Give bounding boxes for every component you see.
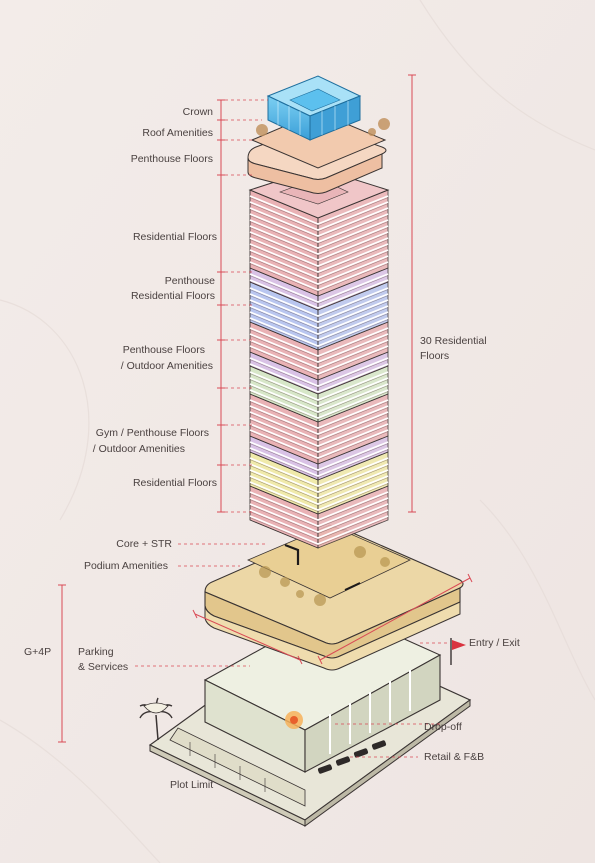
podium-block: [204, 524, 464, 671]
label-penthouse-res-2: Residential Floors: [131, 290, 215, 302]
tower-floors: [248, 167, 390, 549]
label-roof-amenities: Roof Amenities: [142, 127, 213, 139]
flag-icon: [450, 638, 466, 665]
label-entry-exit: Entry / Exit: [469, 637, 520, 649]
label-residential-floors-upper: Residential Floors: [133, 231, 217, 243]
label-penthouse-res-1: Penthouse: [165, 275, 215, 287]
label-g4p: G+4P: [24, 646, 51, 658]
label-parking-2: & Services: [78, 661, 128, 673]
label-retail-fb: Retail & F&B: [424, 751, 484, 763]
tower-band-blue_band: [249, 281, 389, 351]
palm-tree-icon: [139, 697, 173, 741]
label-crown: Crown: [183, 106, 214, 118]
dimension-lines: [58, 74, 473, 758]
tower-band-residential: [249, 321, 389, 381]
label-plot-limit: Plot Limit: [170, 779, 213, 791]
label-gym-1: Gym / Penthouse Floors: [96, 427, 209, 439]
label-podium-amenities: Podium Amenities: [84, 560, 168, 572]
tower-band-lavender: [249, 435, 389, 481]
label-gym-2: / Outdoor Amenities: [93, 443, 185, 455]
label-penthouse-floors: Penthouse Floors: [131, 153, 213, 165]
label-thirty-floors-1: 30 Residential: [420, 335, 487, 347]
tower-band-green_band: [249, 365, 389, 423]
penthouse-block: [247, 75, 390, 194]
label-pent-outdoor-1: Penthouse Floors: [123, 344, 205, 356]
tower-band-lavender: [249, 351, 389, 395]
label-pent-outdoor-2: / Outdoor Amenities: [121, 360, 213, 372]
cars: [317, 740, 387, 774]
label-parking-1: Parking: [78, 646, 114, 658]
labels: Crown Roof Amenities Penthouse Floors Re…: [24, 106, 520, 791]
tower-band-lavender: [249, 267, 389, 311]
label-thirty-floors-2: Floors: [420, 350, 449, 362]
label-residential-floors-lower: Residential Floors: [133, 477, 217, 489]
label-core-str: Core + STR: [116, 538, 172, 550]
tower-band-yellow_band: [249, 451, 389, 515]
tower-band-residential: [249, 393, 389, 465]
label-drop-off: Drop-off: [424, 721, 462, 733]
